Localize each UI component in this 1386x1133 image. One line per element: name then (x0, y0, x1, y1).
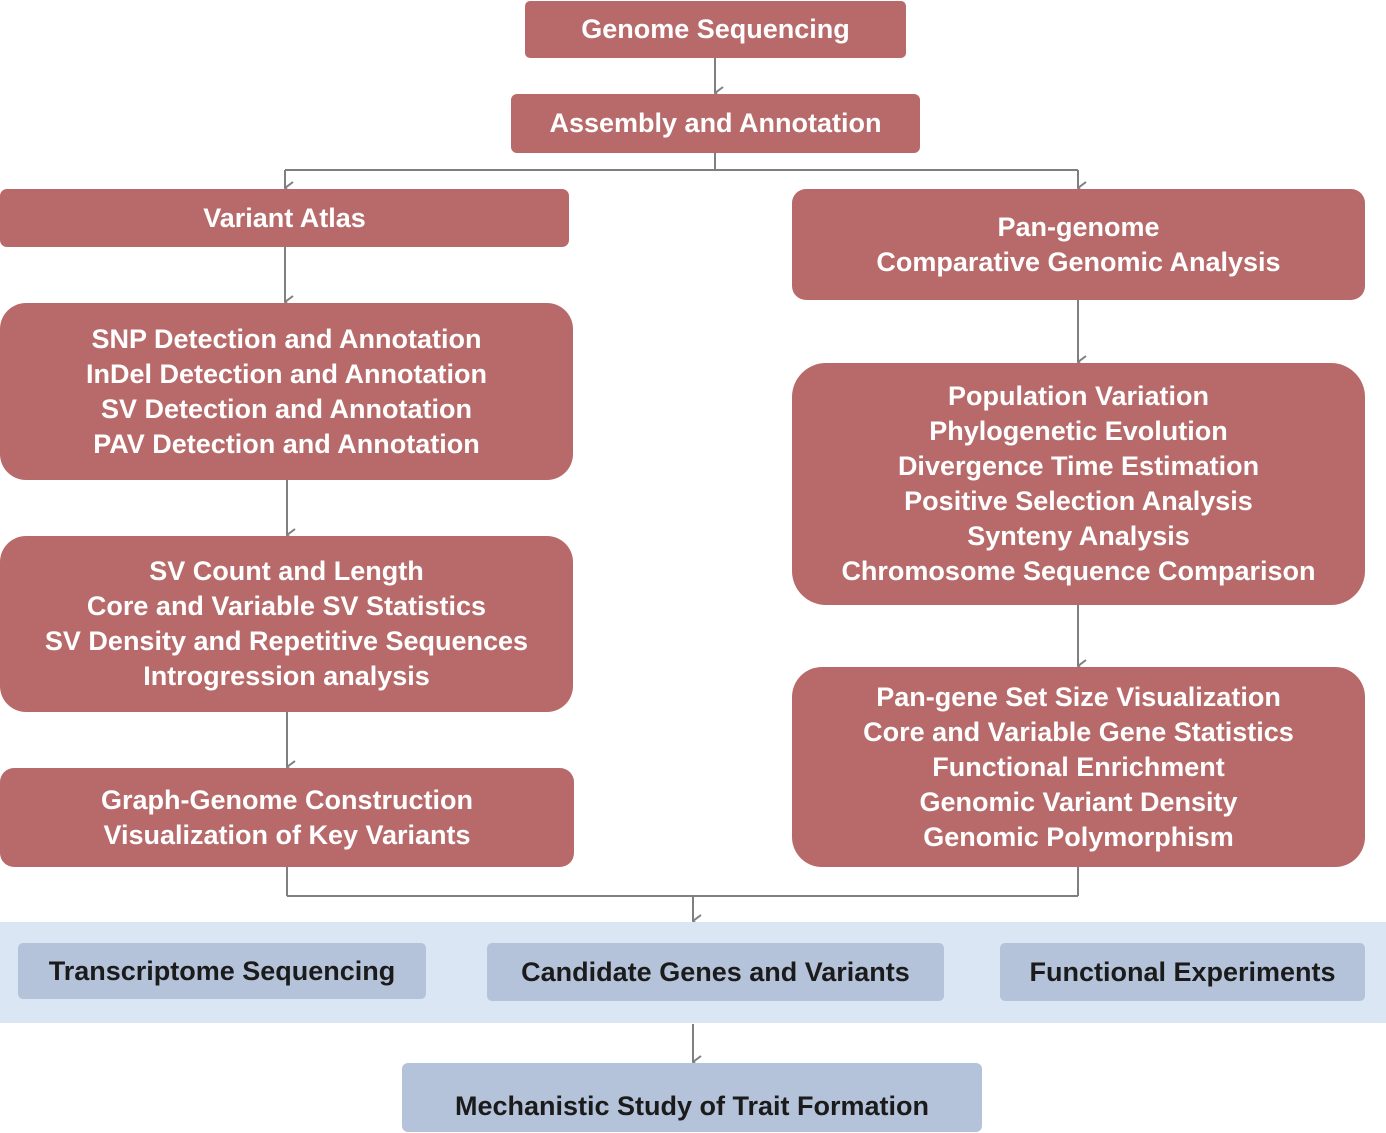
population-variation: Population Variation (947, 381, 1210, 411)
variant-atlas-label: Variant Atlas (203, 202, 366, 233)
divergence-time: Divergence Time Estimation (897, 451, 1260, 481)
graph-genome-construction: Graph-Genome Construction (100, 784, 473, 815)
chromosome-comparison: Chromosome Sequence Comparison (841, 556, 1316, 586)
transcriptome-label: Transcriptome Sequencing (48, 955, 396, 986)
variant-detection-box: SNP Detection and Annotation InDel Detec… (0, 303, 573, 480)
population-analysis-box: Population Variation Phylogenetic Evolut… (792, 363, 1365, 605)
detection-pav: PAV Detection and Annotation (93, 428, 480, 459)
pan-gene-box: Pan-gene Set Size Visualization Core and… (792, 667, 1365, 867)
functional-enrichment: Functional Enrichment (932, 751, 1225, 782)
phylogenetic-evolution: Phylogenetic Evolution (929, 416, 1228, 446)
transcriptome-box: Transcriptome Sequencing (18, 943, 426, 999)
sv-density-repetitive: SV Density and Repetitive Sequences (44, 626, 529, 656)
sv-statistics-box: SV Count and Length Core and Variable SV… (0, 536, 573, 712)
detection-snp: SNP Detection and Annotation (91, 323, 482, 354)
core-variable-gene: Core and Variable Gene Statistics (863, 716, 1294, 747)
introgression-analysis: Introgression analysis (143, 661, 430, 691)
functional-experiments-label: Functional Experiments (1029, 956, 1336, 987)
sv-count-length: SV Count and Length (149, 556, 424, 586)
pan-genome-box: Pan-genome Comparative Genomic Analysis (792, 189, 1365, 300)
positive-selection: Positive Selection Analysis (904, 486, 1253, 516)
functional-experiments-box: Functional Experiments (1000, 943, 1365, 1001)
pan-genome-label: Pan-genome (997, 211, 1160, 242)
sv-core-variable: Core and Variable SV Statistics (86, 591, 487, 621)
genome-sequencing-box: Genome Sequencing (525, 1, 906, 58)
mechanistic-study-box: Mechanistic Study of Trait Formation (402, 1063, 982, 1132)
variant-atlas-box: Variant Atlas (0, 189, 569, 247)
candidate-genes-label: Candidate Genes and Variants (521, 956, 910, 987)
assembly-annotation-label: Assembly and Annotation (549, 108, 882, 138)
assembly-annotation-box: Assembly and Annotation (511, 94, 920, 153)
graph-genome-box: Graph-Genome Construction Visualization … (0, 768, 574, 867)
candidate-genes-box: Candidate Genes and Variants (487, 943, 944, 1001)
comparative-genomic-label: Comparative Genomic Analysis (876, 246, 1281, 277)
genomic-polymorphism: Genomic Polymorphism (923, 821, 1234, 852)
synteny-analysis: Synteny Analysis (967, 521, 1190, 551)
genomic-variant-density: Genomic Variant Density (919, 786, 1238, 817)
pan-gene-set-size: Pan-gene Set Size Visualization (876, 681, 1281, 712)
key-variants-visualization: Visualization of Key Variants (103, 819, 471, 850)
detection-sv: SV Detection and Annotation (101, 393, 472, 424)
genome-sequencing-label: Genome Sequencing (581, 14, 850, 44)
mechanistic-study-label: Mechanistic Study of Trait Formation (454, 1091, 930, 1121)
detection-indel: InDel Detection and Annotation (86, 358, 487, 389)
